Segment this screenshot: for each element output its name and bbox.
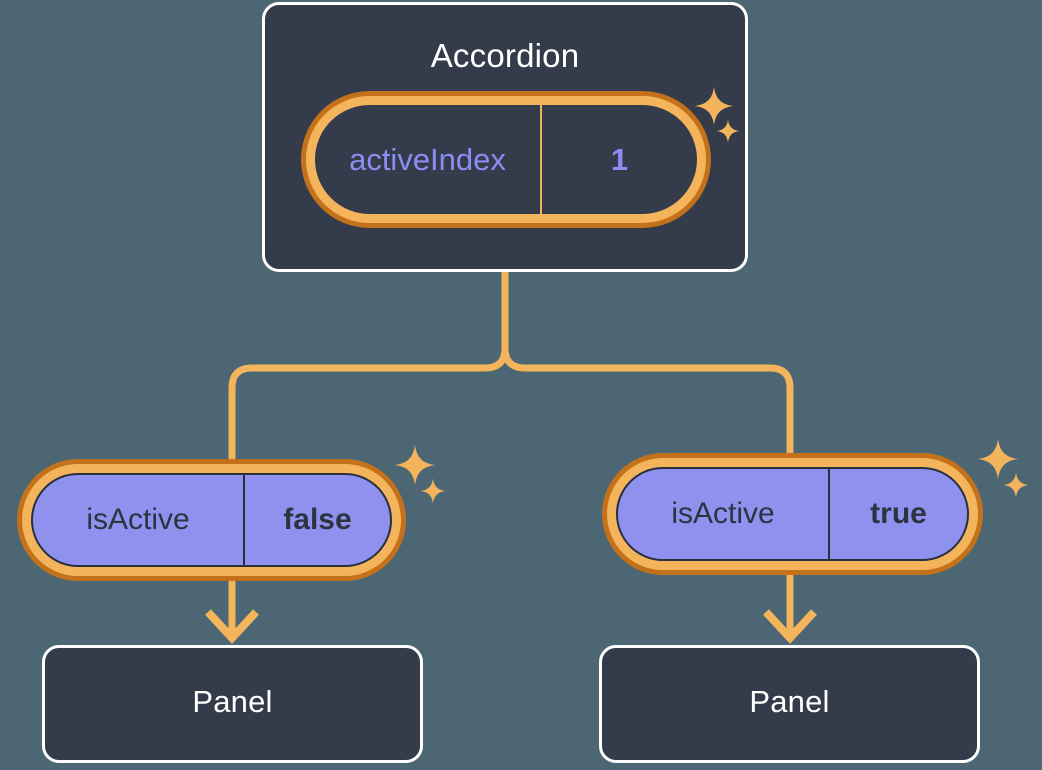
sparkle-icon <box>1003 472 1029 498</box>
state-value-label: true <box>870 497 927 530</box>
state-pill-inner: isActive false <box>31 473 392 567</box>
sparkle-icon <box>420 478 446 504</box>
state-pill-is-active-false[interactable]: isActive false <box>22 464 401 576</box>
state-key-label: activeIndex <box>315 105 542 214</box>
sparkle-icon <box>394 444 436 486</box>
component-title-panel: Panel <box>192 684 273 719</box>
state-key-label: isActive <box>33 475 245 565</box>
wire-root-to-left-branch <box>228 268 509 472</box>
component-title-accordion: Accordion <box>430 37 580 74</box>
component-card-panel-right[interactable]: Panel <box>599 645 980 763</box>
sparkle-icon <box>977 438 1019 480</box>
wire-root-to-right-branch <box>501 268 794 466</box>
state-pill-is-active-true[interactable]: isActive true <box>607 458 978 570</box>
arrowhead-right <box>763 609 817 644</box>
state-pill-inner: isActive true <box>616 467 969 561</box>
component-card-panel-left[interactable]: Panel <box>42 645 423 763</box>
state-value-label: 1 <box>610 141 629 177</box>
state-key-label: isActive <box>618 469 830 559</box>
component-title-panel: Panel <box>749 684 830 719</box>
state-value-label: false <box>283 503 352 536</box>
state-pill-active-index[interactable]: activeIndex 1 <box>306 96 706 223</box>
arrowhead-left <box>205 609 259 644</box>
